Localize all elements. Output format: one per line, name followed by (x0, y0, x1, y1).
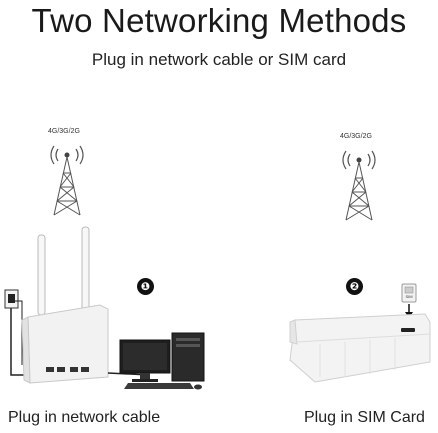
wall-socket-icon (4, 289, 19, 309)
page-subtitle: Plug in network cable or SIM card (91, 50, 347, 69)
computer-icon (119, 332, 205, 390)
page-title: Two Networking Methods (31, 2, 407, 39)
caption-sim-card: Plug in SIM Card (304, 409, 425, 426)
sim-router-illustration: SIM (285, 282, 435, 387)
caption-network-cable: Plug in network cable (8, 409, 161, 426)
sim-card-icon (401, 283, 417, 303)
step-one-badge: ❶ (137, 278, 154, 295)
step-two-badge: ❷ (346, 278, 363, 295)
router-computer-illustration (0, 225, 215, 390)
router-icon (21, 304, 109, 384)
router-icon (289, 313, 431, 383)
cell-tower-icon (334, 148, 384, 223)
network-label-left: 4G/3G/2G (48, 128, 80, 135)
network-label-right: 4G/3G/2G (340, 133, 372, 140)
cell-tower-icon (42, 143, 92, 218)
svg-text:SIM: SIM (405, 294, 412, 299)
